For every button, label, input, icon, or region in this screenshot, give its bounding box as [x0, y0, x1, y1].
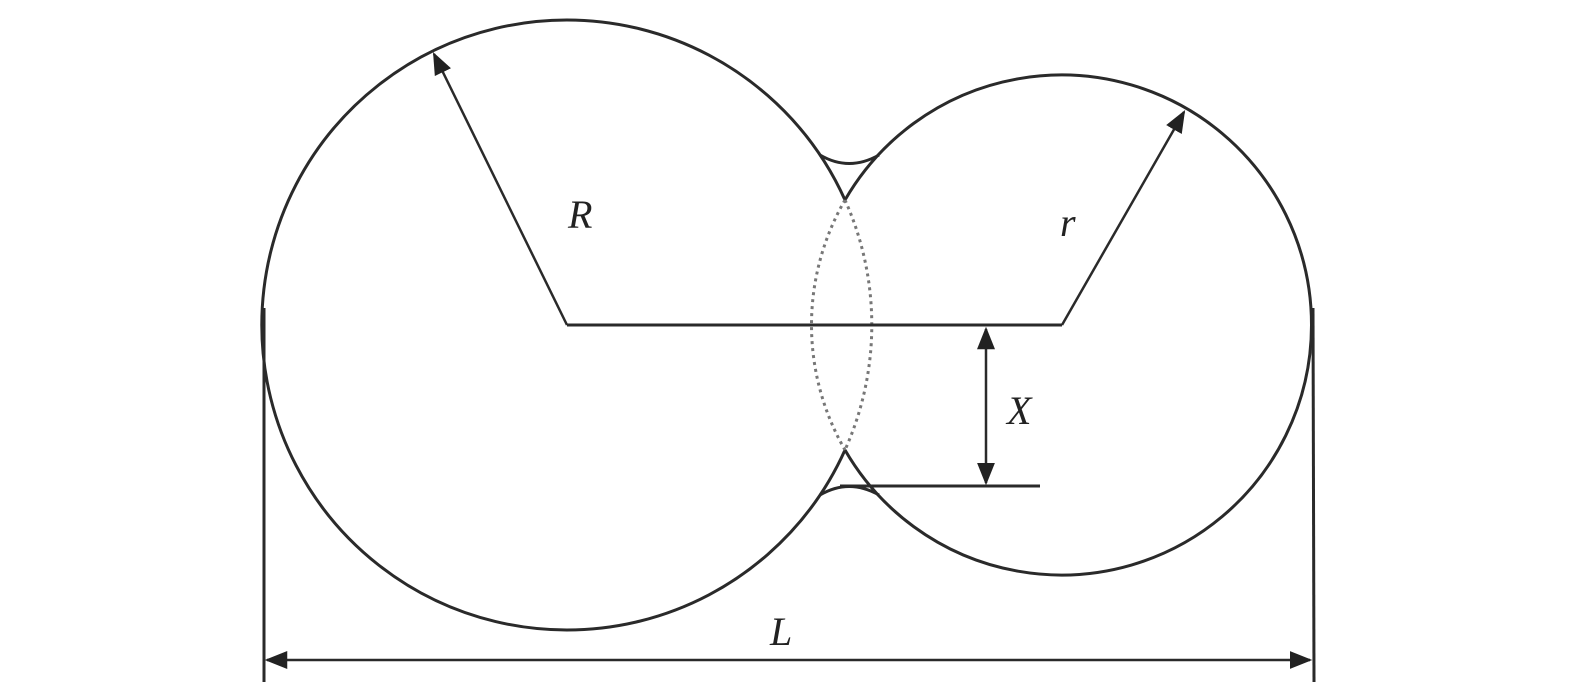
right-extension-line	[1311, 307, 1316, 683]
label-L: L	[769, 609, 792, 654]
top-neck-fillet	[819, 153, 880, 165]
label-r: r	[1060, 200, 1076, 245]
label-R: R	[567, 192, 592, 237]
label-X: X	[1005, 388, 1033, 433]
small-circle-hidden-arc	[810, 199, 847, 451]
big-radius-arrow	[432, 51, 569, 326]
large-circle-outline	[260, 18, 847, 632]
small-radius-arrow	[1060, 110, 1186, 326]
small-circle-outline	[843, 73, 1314, 577]
